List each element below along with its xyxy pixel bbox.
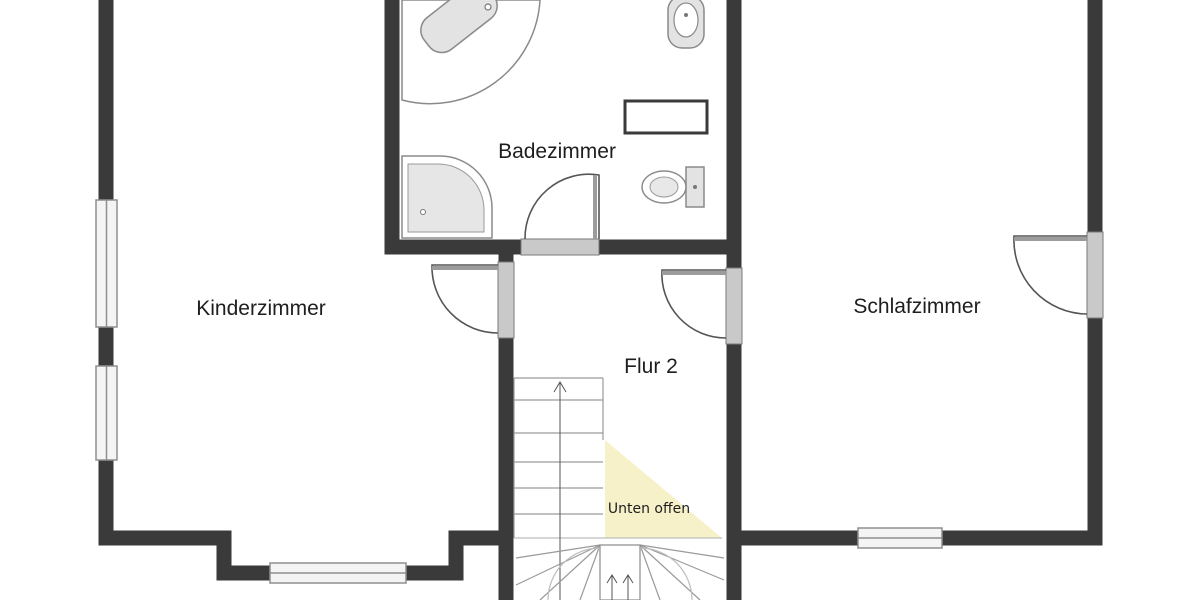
windows: [95, 199, 943, 584]
room-label-flur: Flur 2: [624, 355, 678, 378]
door-schlafzimmer-right: [1013, 231, 1104, 319]
doors: [431, 173, 1104, 345]
room-label-schlafzimmer: Schlafzimmer: [853, 295, 980, 318]
door-flur-schlafzimmer: [661, 267, 743, 345]
note-unten-offen: Unten offen: [608, 501, 690, 517]
bathtub: [401, 0, 541, 105]
staircase: [513, 377, 725, 600]
open-area: [605, 440, 722, 538]
cabinet: [623, 99, 709, 135]
washbasin: [667, 0, 705, 49]
window-kinderzimmer-bottom: [269, 562, 407, 584]
shower: [401, 155, 493, 239]
window-kinderzimmer-left-upper: [95, 199, 118, 328]
window-schlafzimmer-bottom: [857, 527, 943, 549]
window-kinderzimmer-left-lower: [95, 365, 118, 461]
toilet: [641, 166, 705, 208]
room-label-kinderzimmer: Kinderzimmer: [196, 297, 326, 320]
door-kinderzimmer: [431, 261, 515, 339]
bathroom-fixtures: [401, 0, 709, 239]
door-badezimmer: [520, 173, 600, 256]
room-label-badezimmer: Badezimmer: [498, 140, 616, 163]
wall-kinderzimmer-outer: [98, 0, 508, 581]
labels: Kinderzimmer Badezimmer Flur 2 Schlafzim…: [196, 140, 980, 517]
walls: [98, 0, 1103, 600]
